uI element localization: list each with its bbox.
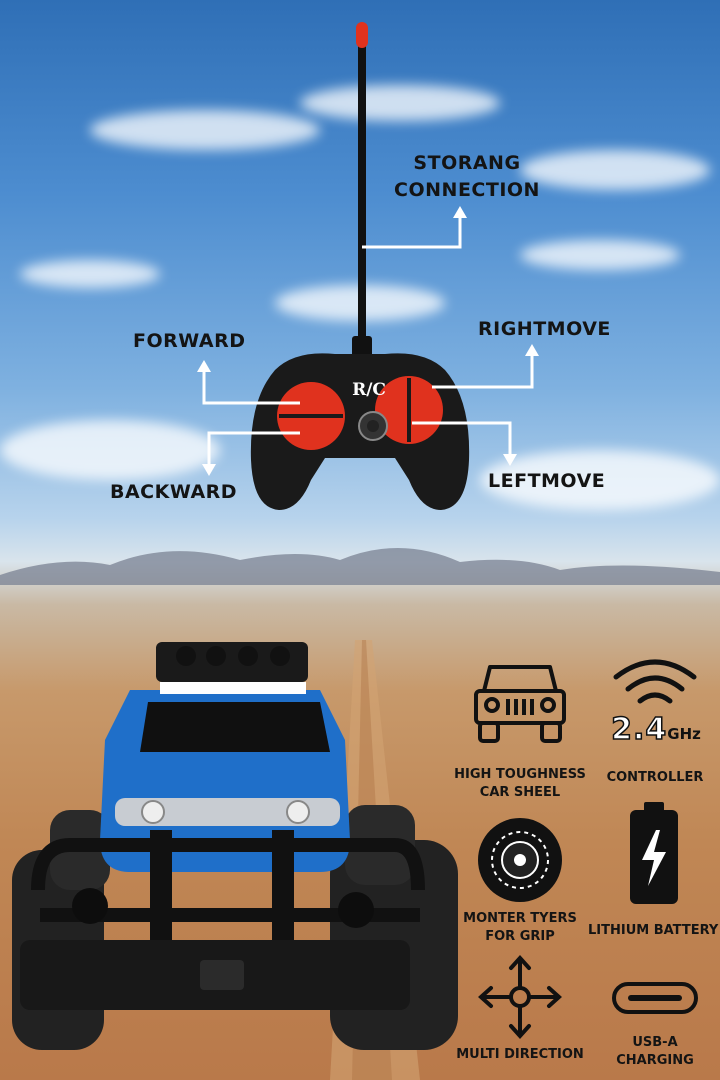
remote-controller — [250, 353, 470, 510]
callout-arrows — [0, 0, 720, 560]
frequency-value: 2.4 — [610, 711, 668, 748]
connection-label-line2: CONNECTION — [394, 179, 540, 201]
frequency-unit: GHz — [667, 725, 701, 743]
frequency-badge: 2.4GHz — [610, 711, 702, 748]
cloud — [90, 110, 320, 150]
battery-icon — [630, 802, 678, 904]
toughness-label-line2: CAR SHEEL — [479, 785, 561, 800]
controller-label: CONTROLLER — [606, 770, 704, 785]
cloud — [520, 240, 680, 270]
toughness-label-line1: HIGH TOUGHNESS — [454, 767, 586, 782]
rightmove-label: RIGHTMOVE — [478, 318, 611, 340]
rc-truck — [12, 642, 458, 1050]
leftmove-label: LEFTMOVE — [488, 470, 606, 492]
cloud — [20, 260, 160, 288]
connection-label-line1: STORANG — [413, 152, 521, 174]
cloud — [0, 420, 220, 480]
remote-logo: R/C — [352, 380, 386, 400]
charging-label-line1: USB-A — [632, 1035, 678, 1050]
cloud — [520, 150, 710, 190]
charging-label-line2: CHARGING — [616, 1053, 694, 1068]
tyres-label-line1: MONTER TYERS — [463, 911, 577, 926]
forward-label: FORWARD — [133, 330, 246, 352]
cloud — [480, 450, 720, 510]
battery-label: LITHIUM BATTERY — [588, 923, 719, 938]
multi-direction-icon — [478, 955, 562, 1039]
toughness-label: HIGH TOUGHNESS CAR SHEEL — [450, 766, 590, 802]
tyres-label: MONTER TYERS FOR GRIP — [450, 910, 590, 946]
charging-label: USB-A CHARGING — [600, 1034, 710, 1070]
tyres-label-line2: FOR GRIP — [485, 929, 555, 944]
connection-label: STORANG CONNECTION — [390, 150, 544, 204]
wifi-icon — [613, 659, 697, 704]
usb-port-icon — [612, 982, 698, 1014]
direction-label: MULTI DIRECTION — [456, 1047, 584, 1062]
cloud — [300, 85, 500, 121]
tyre-icon — [478, 818, 562, 902]
backward-label: BACKWARD — [110, 481, 238, 503]
jeep-icon — [474, 665, 566, 743]
